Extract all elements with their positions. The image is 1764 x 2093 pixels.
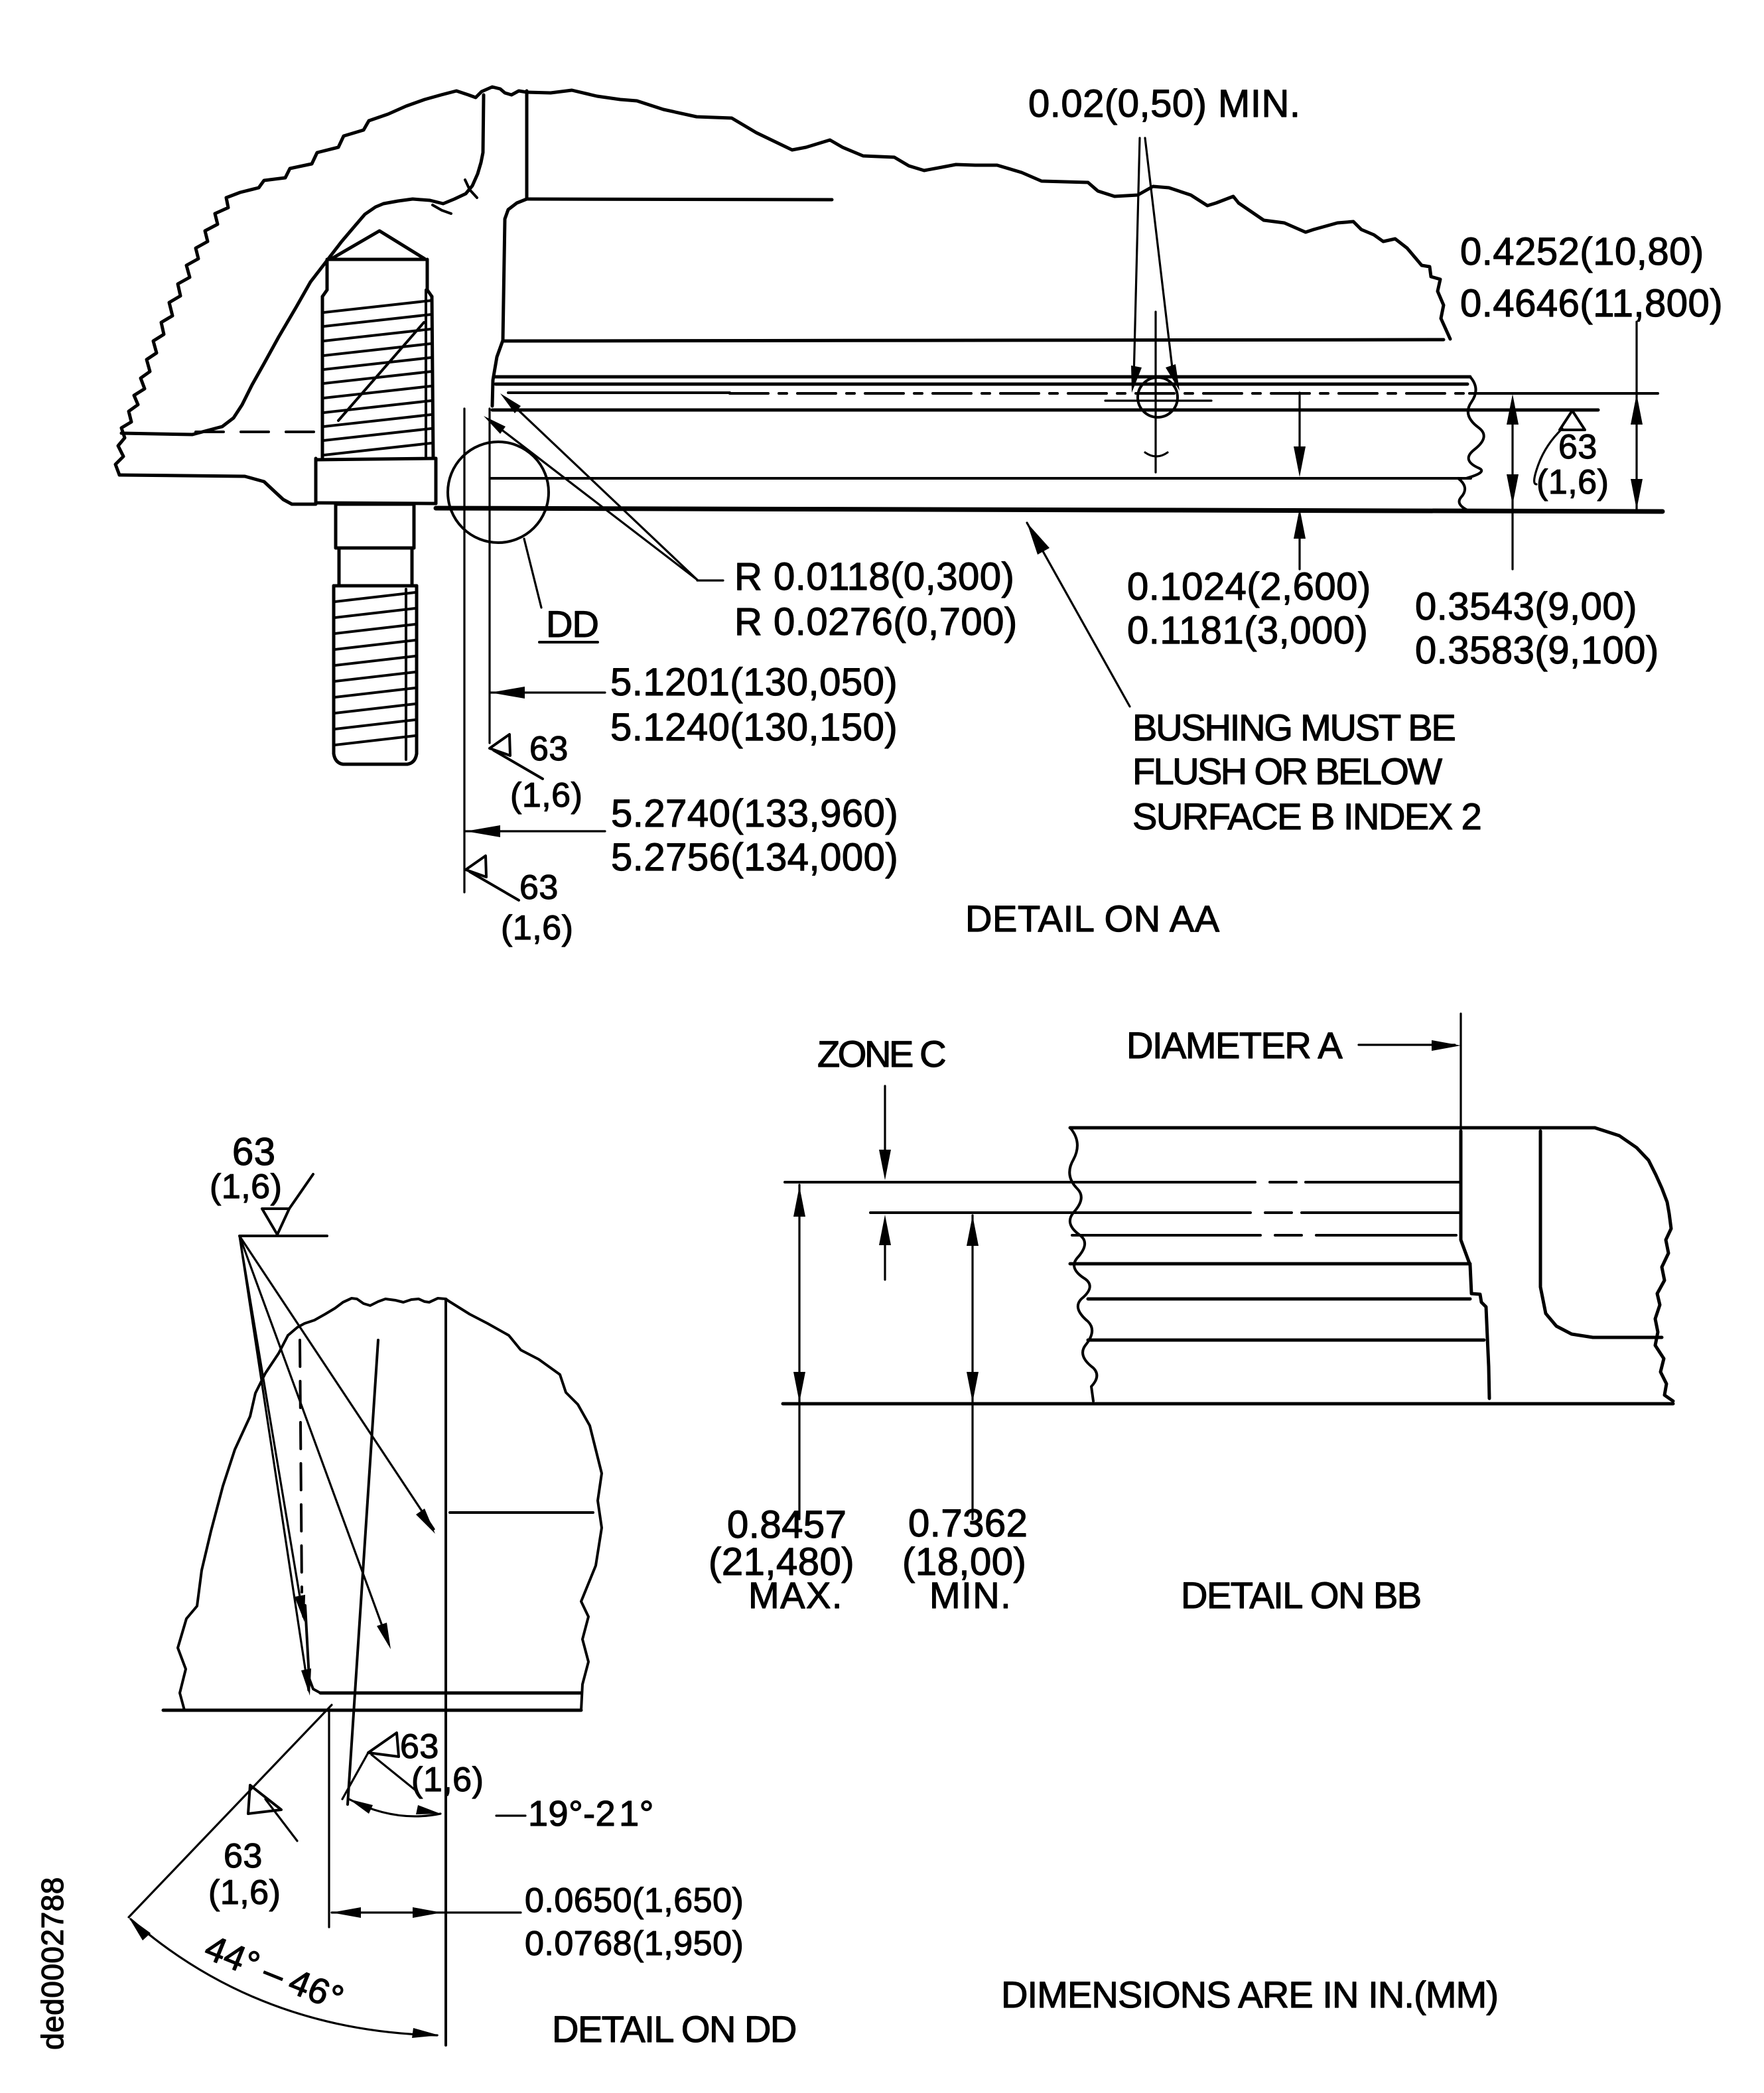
svg-text:DIAMETER A: DIAMETER A — [1126, 1024, 1343, 1066]
svg-text:63: 63 — [529, 730, 569, 768]
svg-text:0.7362: 0.7362 — [908, 1502, 1028, 1545]
svg-text:19°-2 1°: 19°-2 1° — [528, 1794, 654, 1834]
svg-text:DETAIL ON BB: DETAIL ON BB — [1181, 1574, 1421, 1616]
svg-text:BUSHING MUST BE: BUSHING MUST BE — [1132, 707, 1455, 748]
svg-text:SURFACE B INDEX 2: SURFACE B INDEX 2 — [1132, 795, 1481, 837]
svg-text:R 0.0118(0,300): R 0.0118(0,300) — [734, 555, 1014, 598]
svg-text:0.4252(10,80): 0.4252(10,80) — [1460, 230, 1704, 273]
svg-text:0.3543(9,00): 0.3543(9,00) — [1415, 585, 1637, 628]
svg-text:(1,6): (1,6) — [501, 909, 573, 947]
svg-text:0.4646(11,800): 0.4646(11,800) — [1460, 282, 1723, 325]
svg-text:(1,6): (1,6) — [411, 1761, 484, 1799]
svg-text:MIN.: MIN. — [929, 1574, 1012, 1616]
svg-text:R 0.0276(0,700): R 0.0276(0,700) — [734, 600, 1018, 643]
svg-text:63: 63 — [519, 868, 559, 907]
svg-text:63: 63 — [232, 1130, 276, 1174]
svg-text:0.0650(1,650): 0.0650(1,650) — [525, 1881, 744, 1920]
svg-text:DIMENSIONS ARE IN IN.(MM): DIMENSIONS ARE IN IN.(MM) — [1001, 1974, 1498, 2015]
svg-text:(1,6): (1,6) — [510, 776, 582, 815]
svg-text:FLUSH OR BELOW: FLUSH OR BELOW — [1132, 750, 1442, 792]
svg-text:DD: DD — [546, 603, 598, 645]
svg-text:0.8457: 0.8457 — [727, 1503, 847, 1546]
svg-text:0.1024(2,600): 0.1024(2,600) — [1127, 565, 1371, 608]
svg-text:5.2740(133,960): 5.2740(133,960) — [611, 792, 898, 835]
svg-text:(18,00): (18,00) — [902, 1540, 1026, 1584]
svg-text:5.1201(130,050): 5.1201(130,050) — [610, 661, 898, 704]
svg-text:ZONE C: ZONE C — [817, 1033, 945, 1075]
svg-text:0.0768(1,950): 0.0768(1,950) — [525, 1924, 744, 1963]
svg-text:5.1240(130,150): 5.1240(130,150) — [610, 706, 898, 749]
svg-text:DETAIL ON DD: DETAIL ON DD — [552, 2008, 796, 2050]
svg-text:0.3583(9,100): 0.3583(9,100) — [1415, 629, 1659, 672]
svg-text:63: 63 — [224, 1837, 263, 1875]
svg-text:63: 63 — [1558, 428, 1597, 466]
svg-text:(1,6): (1,6) — [210, 1168, 282, 1206]
svg-text:0.1181(3,000): 0.1181(3,000) — [1127, 609, 1368, 652]
svg-text:63: 63 — [400, 1727, 439, 1766]
svg-text:5.2756(134,000): 5.2756(134,000) — [611, 836, 898, 879]
svg-text:DETAIL ON AA: DETAIL ON AA — [965, 898, 1220, 939]
svg-text:0.02(0,50) MIN.: 0.02(0,50) MIN. — [1028, 82, 1300, 125]
svg-text:ded0002788: ded0002788 — [35, 1877, 70, 2050]
svg-text:(21,480): (21,480) — [709, 1540, 854, 1584]
svg-text:MAX.: MAX. — [748, 1574, 843, 1616]
svg-text:(1,6): (1,6) — [208, 1873, 281, 1912]
svg-text:(1,6): (1,6) — [1536, 463, 1609, 502]
